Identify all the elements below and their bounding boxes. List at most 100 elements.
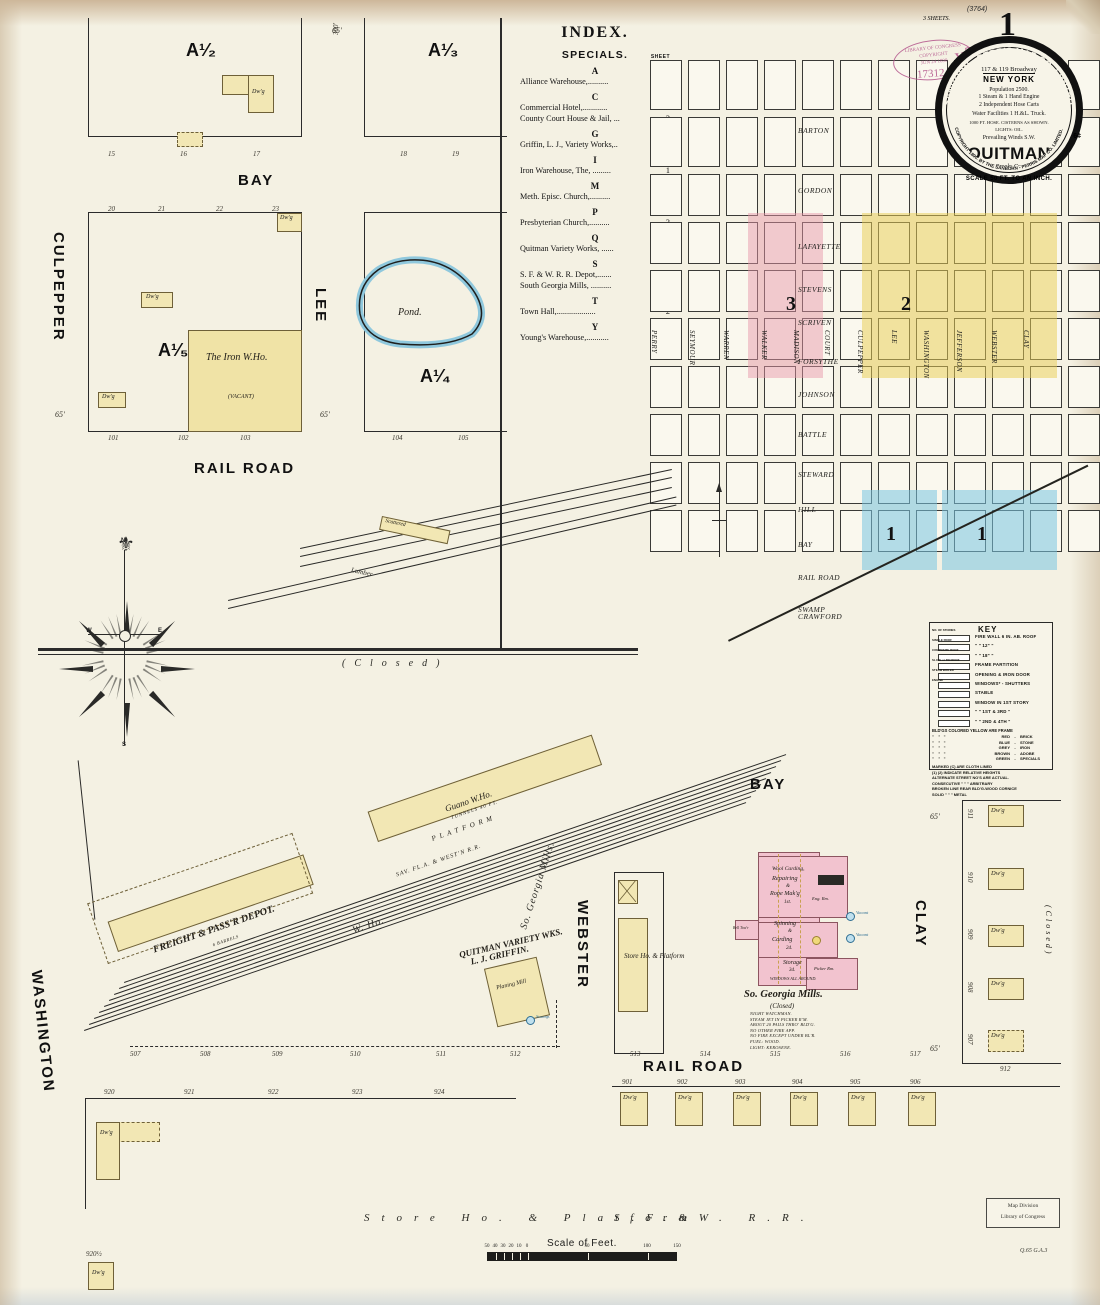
index-entry[interactable]: Quitman Variety Works, ......1	[520, 243, 670, 254]
index-entry[interactable]: South Georgia Mills, ..........1	[520, 280, 670, 291]
index-group-letter: Q	[591, 233, 599, 243]
dwelling-label: Dw'g	[100, 1130, 113, 1136]
grid-block	[764, 60, 796, 110]
mill-mid-wing	[758, 922, 838, 958]
frontage-label: 65'	[930, 812, 940, 821]
index-entry[interactable]: S. F. & W. R. R. Depot,.......1	[520, 269, 670, 280]
frontage-label: 65'	[320, 410, 330, 419]
key-line: FIRE WALL 6 IN. AB. ROOF	[975, 634, 1037, 639]
index-entry[interactable]: Commercial Hotel,............2	[520, 102, 670, 113]
pond-shape	[355, 256, 485, 349]
cartouche-city: NEW YORK	[983, 73, 1035, 84]
mill-north-wing	[758, 856, 848, 918]
grid-block	[726, 222, 758, 264]
grid-block	[650, 366, 682, 408]
dwelling-label: Dw'g	[991, 1032, 1005, 1039]
street-clay: CLAY	[912, 900, 929, 948]
lot-number: 906	[910, 1078, 921, 1086]
cartouche-price: 6¢	[1073, 133, 1081, 140]
building-dwelling: Dw'g	[908, 1092, 936, 1126]
grid-street-horizontal: STEVENS	[798, 285, 832, 294]
index-group-letter: Y	[591, 322, 599, 332]
index-entry-name: Quitman Variety Works, ......	[520, 244, 614, 253]
building-dwelling	[98, 392, 126, 408]
key-line: " " 18" "	[975, 652, 994, 658]
grid-block	[688, 222, 720, 264]
scale-tick-mark	[520, 1253, 522, 1260]
vacant-label-center: (Closed)	[342, 658, 449, 669]
key-note: CONSECUTIVE " " " ARBITRARY	[932, 780, 993, 786]
grid-north-arrow-head	[716, 483, 722, 492]
pond-label: Pond.	[398, 307, 422, 318]
scale-tick-label: 50	[484, 1244, 490, 1249]
cistern-icon	[812, 936, 821, 945]
well-icon	[526, 1016, 535, 1025]
block-label-a13: A¹⁄₃	[428, 40, 459, 60]
cartouche-population: Population 2500.	[989, 87, 1029, 93]
cartouche-town: QUITMAN	[967, 143, 1051, 163]
mill-title: So. Georgia Mills.	[744, 989, 823, 1000]
scale-tick-label: 0	[525, 1244, 529, 1249]
key-symbol-swatch	[938, 635, 970, 642]
compass-fleur-de-lis: ⚜	[117, 534, 135, 556]
building-guano-warehouse	[367, 734, 603, 842]
index-entry-name: Presbyterian Church,..........	[520, 218, 610, 227]
grid-street-vertical: WASHINGTON	[922, 330, 930, 379]
grid-block	[878, 414, 910, 456]
lot-number: 921	[184, 1088, 195, 1096]
lot-number: 920	[104, 1088, 115, 1096]
scale-tick-mark	[504, 1253, 506, 1260]
grid-block	[916, 174, 948, 216]
cartouche-county: Brooks Co.	[995, 163, 1023, 167]
scale-tick-label: 20	[508, 1244, 514, 1249]
grid-sheet-number: 3	[786, 293, 796, 315]
key-line: STABLE	[975, 690, 994, 696]
lot-number: 23	[272, 205, 279, 213]
grid-block	[688, 60, 720, 110]
building-outbuilding	[177, 132, 203, 147]
railroad-track	[300, 486, 672, 567]
street-railroad-lower: RAIL ROAD	[643, 1058, 745, 1075]
sheet-code: (3764)	[967, 6, 988, 13]
cartouche-curved-text: SANBORN - PERRIS MAP CO. LIMITED COPYRIG…	[942, 46, 1077, 171]
lot-number-line: 515	[770, 1050, 781, 1058]
scale-bar-graphic	[487, 1252, 677, 1261]
index-entry[interactable]: Iron Warehouse, The, .........1	[520, 165, 670, 176]
lot-number: 18	[400, 150, 407, 158]
well-label: Vacant	[856, 910, 869, 915]
index-entry[interactable]: Alliance Warehouse,..........3	[520, 76, 670, 87]
index-entry-name: Griffin, L. J., Variety Works,..	[520, 140, 618, 149]
index-entry-name: S. F. & W. R. R. Depot,.......	[520, 270, 612, 279]
lot-number: 911	[966, 809, 974, 819]
key-line: FRAME PARTITION	[975, 662, 1019, 668]
mill-bell-tower-label: Bell Tow'r	[733, 926, 749, 930]
index-entry[interactable]: Young's Warehouse,...........2	[520, 332, 670, 343]
dwelling-label: Dw'g	[280, 215, 293, 221]
mill-floor-2a: Spinning	[774, 920, 797, 927]
index-entry[interactable]: Presbyterian Church,..........3	[520, 217, 670, 228]
library-stamp-line-1: Map Division	[1007, 1203, 1039, 1209]
well-label: Swamp.	[536, 1014, 551, 1019]
lot-number: 17	[253, 150, 260, 158]
index-entry[interactable]: County Court House & Jail, ...3	[520, 113, 670, 124]
tint-district-3	[748, 213, 823, 378]
grid-sheet-number: 1	[886, 523, 896, 545]
index-entry[interactable]: Town Hall,...................2	[520, 306, 670, 317]
mill-floor-1c: &	[786, 884, 790, 889]
grid-street-vertical: WEBSTER	[990, 330, 998, 364]
grid-block	[764, 462, 796, 504]
lot-number: 15	[108, 150, 115, 158]
dwelling-label: Dw'g	[678, 1094, 692, 1101]
building-dwelling: Dw'g	[988, 978, 1024, 1000]
mill-engine-room-label: Eng. Rm.	[812, 896, 829, 901]
library-stamp-line-2: Library of Congress	[1000, 1214, 1046, 1220]
index-entry[interactable]: Griffin, L. J., Variety Works,..1	[520, 139, 670, 150]
grid-block	[764, 222, 796, 264]
compass-ray	[59, 666, 93, 672]
grid-street-horizontal: HILL	[798, 505, 817, 514]
index-entry[interactable]: Meth. Episc. Church,..........2	[520, 191, 670, 202]
grid-block	[726, 318, 758, 360]
grid-block	[878, 174, 910, 216]
